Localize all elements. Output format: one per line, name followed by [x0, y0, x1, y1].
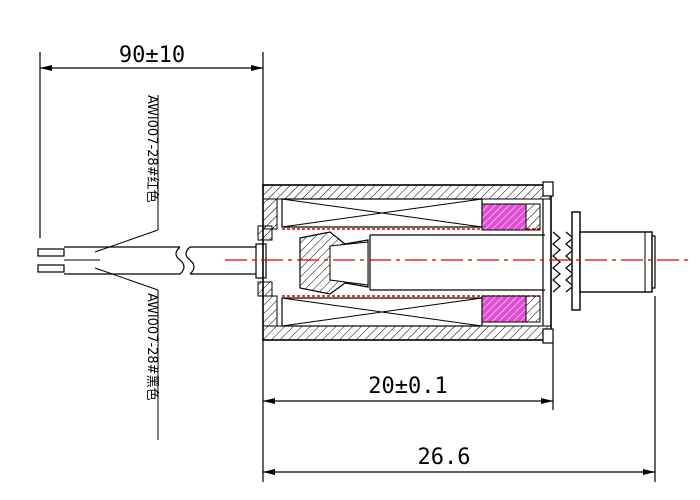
overall-length-dimension: 26.6	[263, 296, 656, 482]
lead-length-label: 90±10	[119, 43, 185, 68]
terminal-boss	[255, 243, 267, 279]
wire-end-red	[37, 248, 65, 257]
pole-piece-bottom	[481, 295, 527, 323]
plunger-assembly	[552, 211, 656, 311]
body-length-label: 20±0.1	[368, 374, 447, 399]
arrow-left	[40, 65, 52, 71]
pole-piece-top	[481, 203, 527, 231]
lead-wires	[37, 95, 258, 440]
solenoid-body	[255, 181, 554, 344]
break-mark-right	[185, 246, 195, 275]
lead-length-dimension: 90±10	[39, 43, 264, 238]
overall-length-label: 26.6	[418, 445, 471, 470]
washer	[571, 211, 581, 311]
plunger-rod	[579, 231, 653, 293]
arrow-right	[251, 65, 263, 71]
wire-label-black: AWl007-28#黑色	[144, 293, 160, 401]
body-length-dimension: 20±0.1	[262, 340, 554, 482]
wire-end-black	[37, 264, 65, 273]
break-mark-left	[175, 246, 185, 275]
spring	[552, 231, 561, 293]
wire-label-red: AWl007-28#红色	[144, 95, 160, 203]
